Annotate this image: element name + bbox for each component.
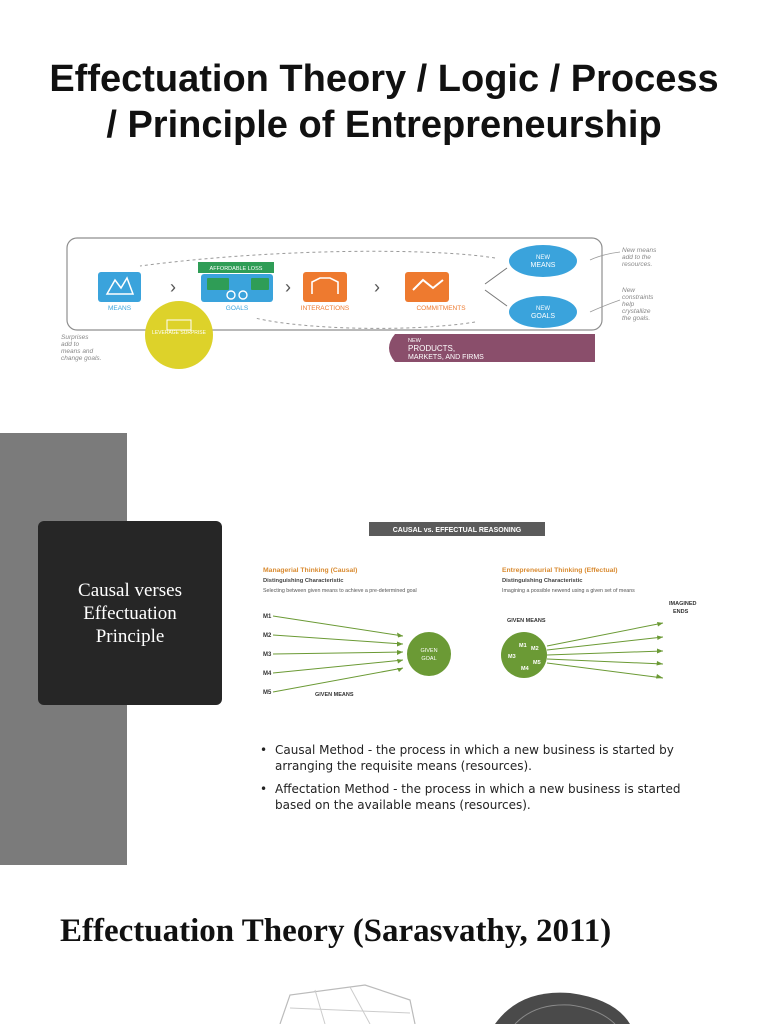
- commitments-icon: [405, 272, 449, 302]
- given-goal-line2: GOAL: [421, 656, 436, 662]
- leverage-surprise-label: LEVERAGE SURPRISE: [152, 330, 207, 336]
- bullet-dot: •: [260, 743, 268, 757]
- commitments-label: COMMITMENTS: [416, 305, 466, 312]
- slide2-title: Causal verses Effectuation Principle: [78, 579, 182, 647]
- new-products-line2: PRODUCTS,: [408, 344, 455, 353]
- note-new-means-resources: New means add to the resources.: [622, 247, 657, 268]
- imagined-ends-line1: IMAGINED: [669, 601, 697, 607]
- dark-globe-sketch: [495, 992, 630, 1024]
- new-goals-oval: [509, 296, 577, 328]
- bullet-affectation-text: Affectation Method - the process in whic…: [275, 782, 681, 812]
- svg-text:resources.: resources.: [622, 261, 653, 268]
- svg-text:crystallize: crystallize: [622, 308, 651, 315]
- effectuation-process-diagram: MEANS › AFFORDABLE LOSS GOALS LEVERAGE S…: [61, 237, 657, 369]
- left-arrows: [272, 615, 404, 693]
- note-new-constraints: New constraints help crystallize the goa…: [622, 287, 654, 322]
- left-heading: Managerial Thinking (Causal): [263, 567, 357, 574]
- bullet-dot: •: [260, 782, 268, 796]
- right-arrows: [546, 622, 664, 679]
- new-means-label-line2: MEANS: [531, 262, 556, 269]
- figure-background: [257, 516, 707, 711]
- slide2-title-box: Causal verses Effectuation Principle: [38, 521, 222, 705]
- given-goal-line1: GIVEN: [420, 648, 437, 654]
- svg-text:Surprises: Surprises: [61, 334, 89, 341]
- svg-text:New: New: [622, 287, 636, 294]
- left-mean-4: M4: [263, 671, 272, 677]
- new-products-line1: NEW: [408, 338, 422, 344]
- svg-text:means and: means and: [61, 348, 94, 355]
- slide3-title: Effectuation Theory (Sarasvathy, 2011): [60, 913, 612, 949]
- right-mean-4: M5: [533, 660, 541, 666]
- given-goal-circle: [407, 632, 451, 676]
- branch-arrow-down: [484, 289, 508, 307]
- new-products-line3: MARKETS, AND FIRMS: [408, 354, 484, 361]
- right-heading: Entrepreneurial Thinking (Effectual): [502, 567, 618, 574]
- svg-text:change goals.: change goals.: [61, 355, 102, 362]
- right-description: Imagining a possible newend using a give…: [502, 588, 635, 594]
- left-mean-2: M2: [263, 633, 272, 639]
- causal-vs-effectual-figure: CAUSAL vs. EFFECTUAL REASONING Manageria…: [257, 516, 707, 711]
- sketch-frame: [279, 984, 416, 1024]
- arrow-glyph: ›: [374, 277, 380, 297]
- affordable-loss-label: AFFORDABLE LOSS: [210, 266, 263, 272]
- interactions-label: INTERACTIONS: [301, 305, 350, 312]
- left-mean-5: M5: [263, 690, 272, 696]
- left-given-means-label: GIVEN MEANS: [315, 692, 354, 698]
- leverage-surprise-circle: [145, 301, 213, 369]
- new-means-oval: [509, 245, 577, 277]
- note-surprises: Surprises add to means and change goals.: [61, 334, 102, 362]
- top-return-arrow: [139, 250, 496, 267]
- right-mean-3: M3: [508, 654, 516, 660]
- bullet-causal-text: Causal Method - the process in which a n…: [275, 743, 674, 773]
- figure-header: CAUSAL vs. EFFECTUAL REASONING: [393, 527, 522, 534]
- imagined-ends-line2: ENDS: [673, 609, 689, 615]
- new-goals-label-line1: NEW: [536, 306, 550, 312]
- slide2-bullet-list: • Causal Method - the process in which a…: [258, 742, 688, 820]
- right-given-means-label: GIVEN MEANS: [507, 618, 546, 624]
- svg-text:the goals.: the goals.: [622, 315, 650, 322]
- arrow-glyph: ›: [285, 277, 291, 297]
- svg-text:constraints: constraints: [622, 294, 654, 301]
- interactions-icon: [303, 272, 347, 302]
- branch-arrow-up: [484, 267, 508, 285]
- process-loop-frame: [66, 237, 603, 331]
- note-pointer-top: [589, 251, 621, 261]
- right-mean-1: M1: [519, 643, 527, 649]
- goals-label: GOALS: [226, 305, 249, 312]
- right-subheading: Distinguishing Characteristic: [502, 578, 583, 584]
- svg-text:add to: add to: [61, 341, 79, 348]
- figure-header-bar: [369, 522, 545, 536]
- bullet-causal-method: • Causal Method - the process in which a…: [258, 742, 688, 774]
- note-pointer-mid: [589, 299, 621, 313]
- svg-text:add to the: add to the: [622, 254, 651, 261]
- right-mean-2: M2: [531, 646, 539, 652]
- svg-text:New means: New means: [622, 247, 657, 254]
- new-products-banner: [389, 334, 595, 362]
- right-mean-5: M4: [521, 666, 530, 672]
- affordable-loss-tag: [198, 262, 274, 273]
- new-means-label-line1: NEW: [536, 255, 550, 261]
- left-description: Selecting between given means to achieve…: [263, 588, 417, 594]
- left-mean-1: M1: [263, 614, 272, 620]
- given-means-circle: [501, 632, 547, 678]
- left-subheading: Distinguishing Characteristic: [263, 578, 344, 584]
- slide3-partial-illustration: [279, 984, 630, 1024]
- arrow-glyph: ›: [170, 277, 176, 297]
- bottom-return-arrow: [254, 317, 476, 329]
- slide-title: Effectuation Theory / Logic / Process / …: [49, 58, 719, 146]
- left-mean-3: M3: [263, 652, 272, 658]
- new-goals-label-line2: GOALS: [531, 313, 555, 320]
- means-hand-glyph: [105, 276, 135, 295]
- bullet-affectation-method: • Affectation Method - the process in wh…: [258, 781, 688, 813]
- means-label: MEANS: [108, 305, 132, 312]
- svg-text:help: help: [622, 301, 635, 308]
